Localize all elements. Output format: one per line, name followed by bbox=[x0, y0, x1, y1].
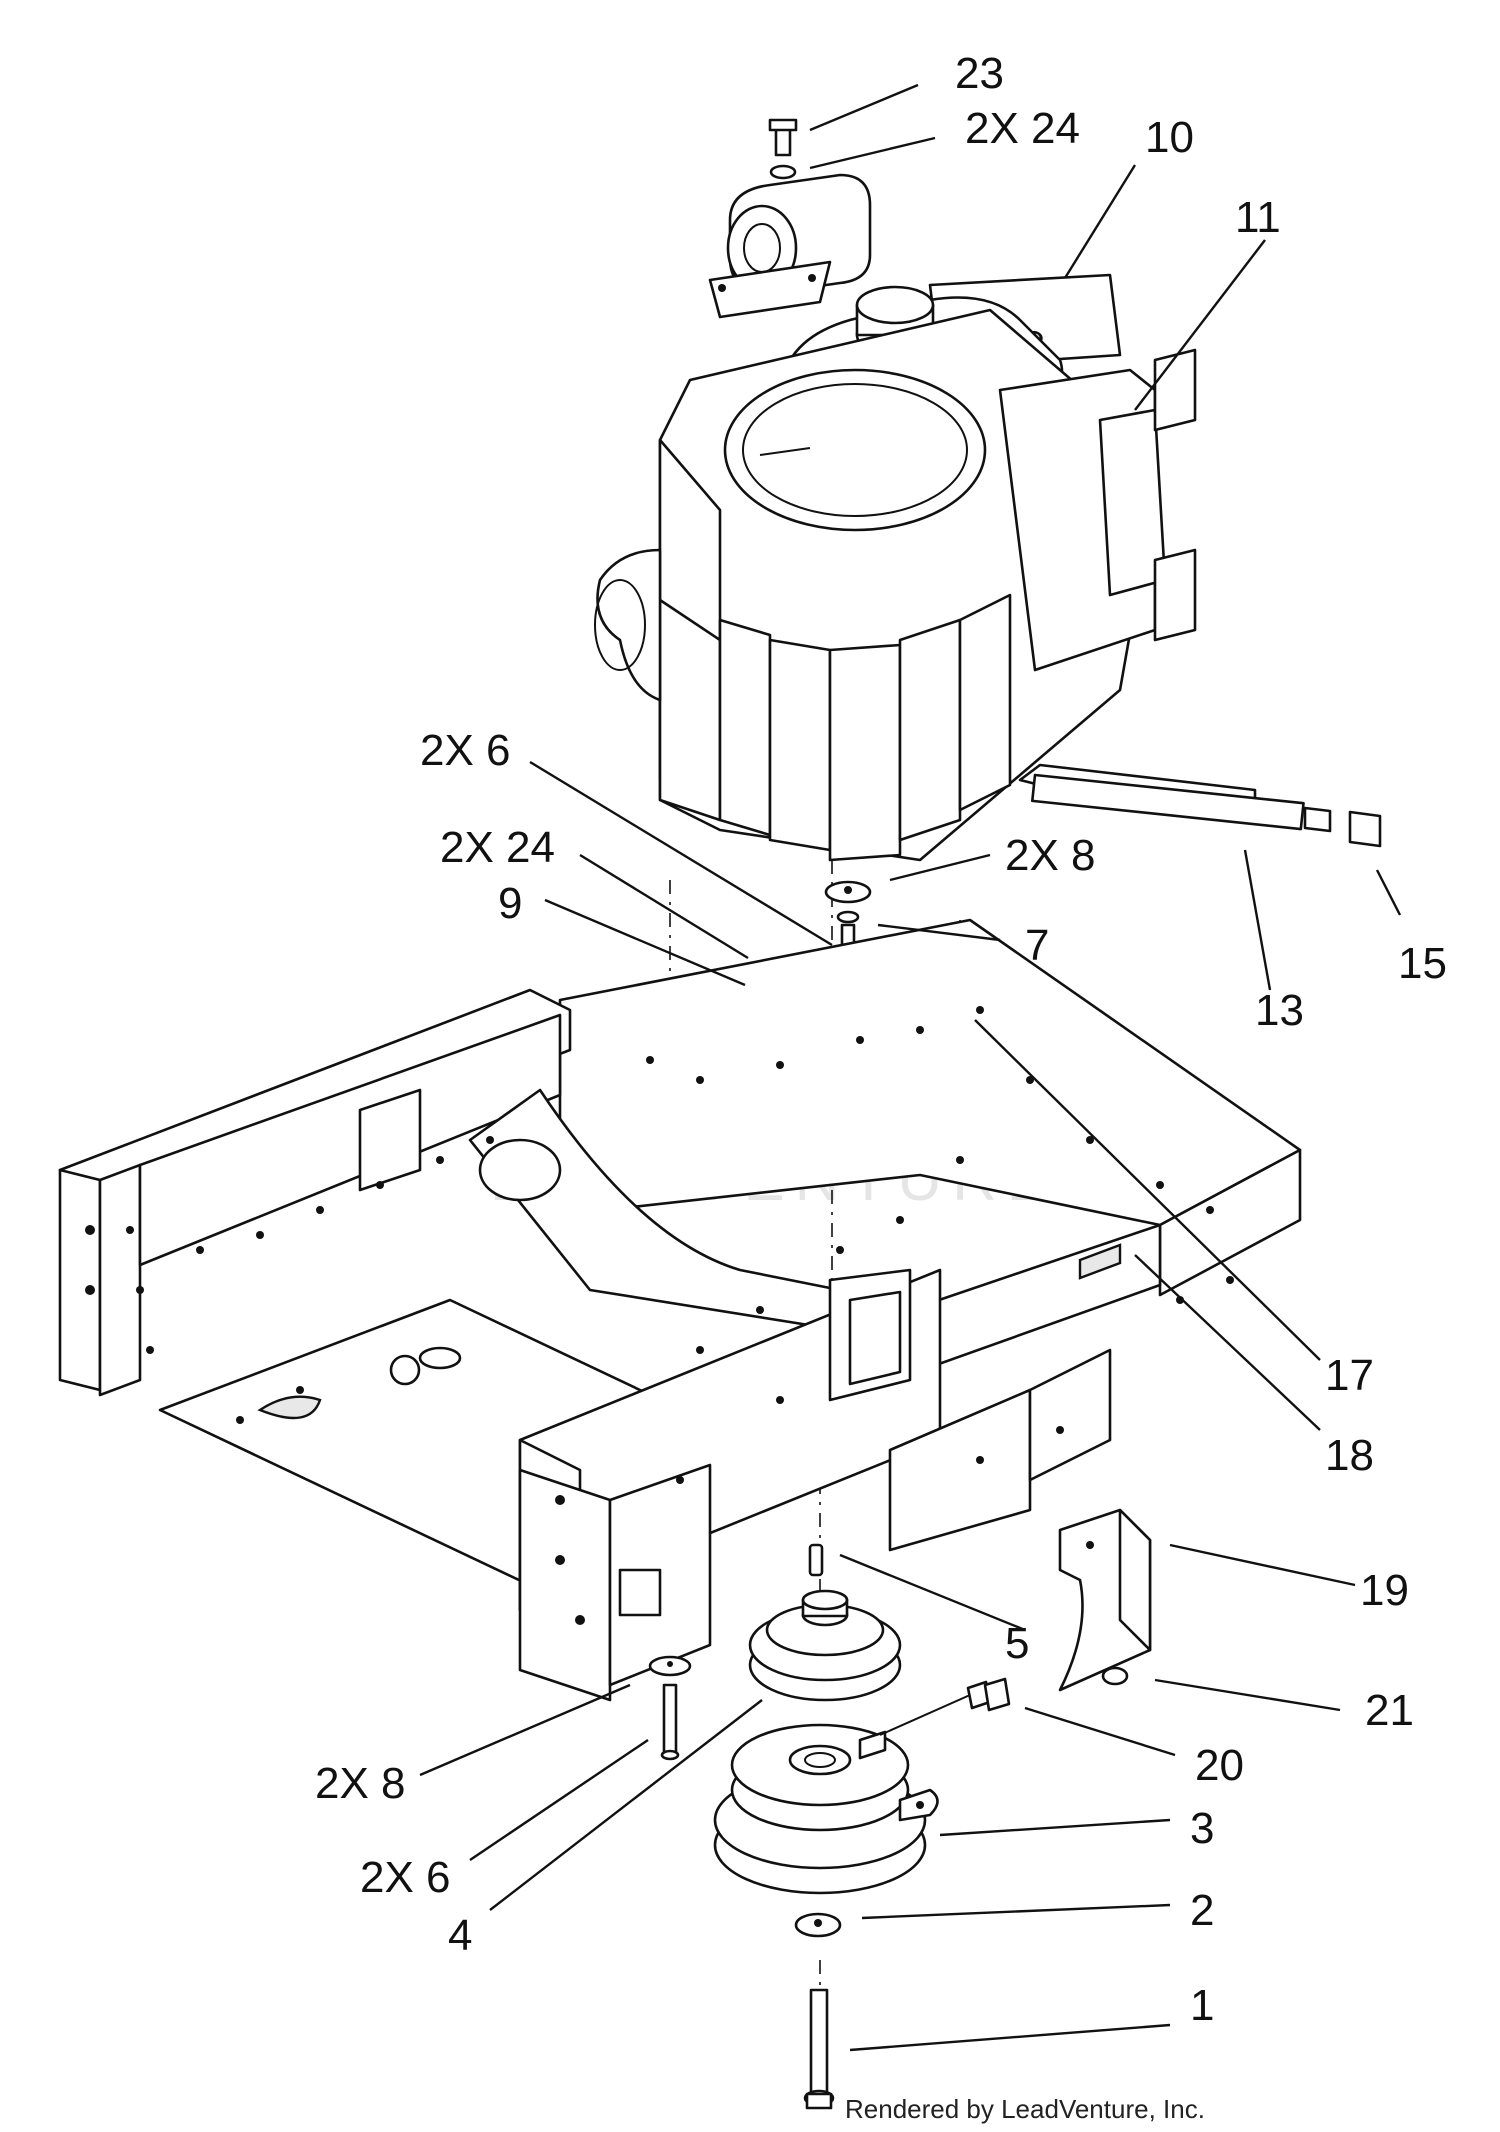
frame-holes bbox=[85, 1006, 1234, 1625]
callout-2x24-top: 2X 24 bbox=[965, 104, 1080, 153]
callout-9: 9 bbox=[498, 879, 522, 928]
callout-4: 4 bbox=[448, 1911, 472, 1960]
callout-7: 7 bbox=[1025, 921, 1049, 970]
starter-solenoid bbox=[708, 118, 872, 319]
callout-2: 2 bbox=[1190, 1886, 1214, 1935]
callout-3: 3 bbox=[1190, 1804, 1214, 1853]
callout-20: 20 bbox=[1195, 1741, 1244, 1790]
clutch-connector bbox=[983, 1677, 1011, 1712]
callout-2x6-bot: 2X 6 bbox=[360, 1853, 451, 1902]
callout-23: 23 bbox=[955, 49, 1004, 98]
callout-18: 18 bbox=[1325, 1431, 1374, 1480]
callout-10: 10 bbox=[1145, 113, 1194, 162]
callout-13: 13 bbox=[1255, 986, 1304, 1035]
callout-2x8-top: 2X 8 bbox=[1005, 831, 1096, 880]
callout-2x8-bot: 2X 8 bbox=[315, 1759, 406, 1808]
mounting-hardware-bottom bbox=[648, 1655, 692, 1761]
chassis-frame bbox=[58, 918, 1302, 1702]
callout-2x24-mid: 2X 24 bbox=[440, 823, 555, 872]
callout-1: 1 bbox=[1190, 1981, 1214, 2030]
callout-2x6-top: 2X 6 bbox=[420, 726, 511, 775]
electric-clutch bbox=[713, 1680, 992, 1895]
callout-11: 11 bbox=[1235, 193, 1281, 242]
callout-5: 5 bbox=[1005, 1619, 1029, 1668]
callout-17: 17 bbox=[1325, 1351, 1374, 1400]
callout-19: 19 bbox=[1360, 1566, 1409, 1615]
clutch-bolt bbox=[803, 1988, 835, 2110]
callout-labels: 23 2X 24 10 11 2X 6 2X 24 9 2X 8 7 13 15… bbox=[315, 49, 1447, 2030]
render-credit: Rendered by LeadVenture, Inc. bbox=[845, 2094, 1205, 2124]
callout-15: 15 bbox=[1398, 939, 1447, 988]
clutch-washer bbox=[794, 1912, 842, 1938]
callout-21: 21 bbox=[1365, 1686, 1414, 1735]
drive-key bbox=[808, 1543, 824, 1577]
clutch-shield bbox=[1058, 1508, 1152, 1692]
leader-lines bbox=[419, 83, 1402, 2052]
engine-pulley bbox=[748, 1589, 902, 1702]
engine bbox=[594, 285, 1382, 862]
